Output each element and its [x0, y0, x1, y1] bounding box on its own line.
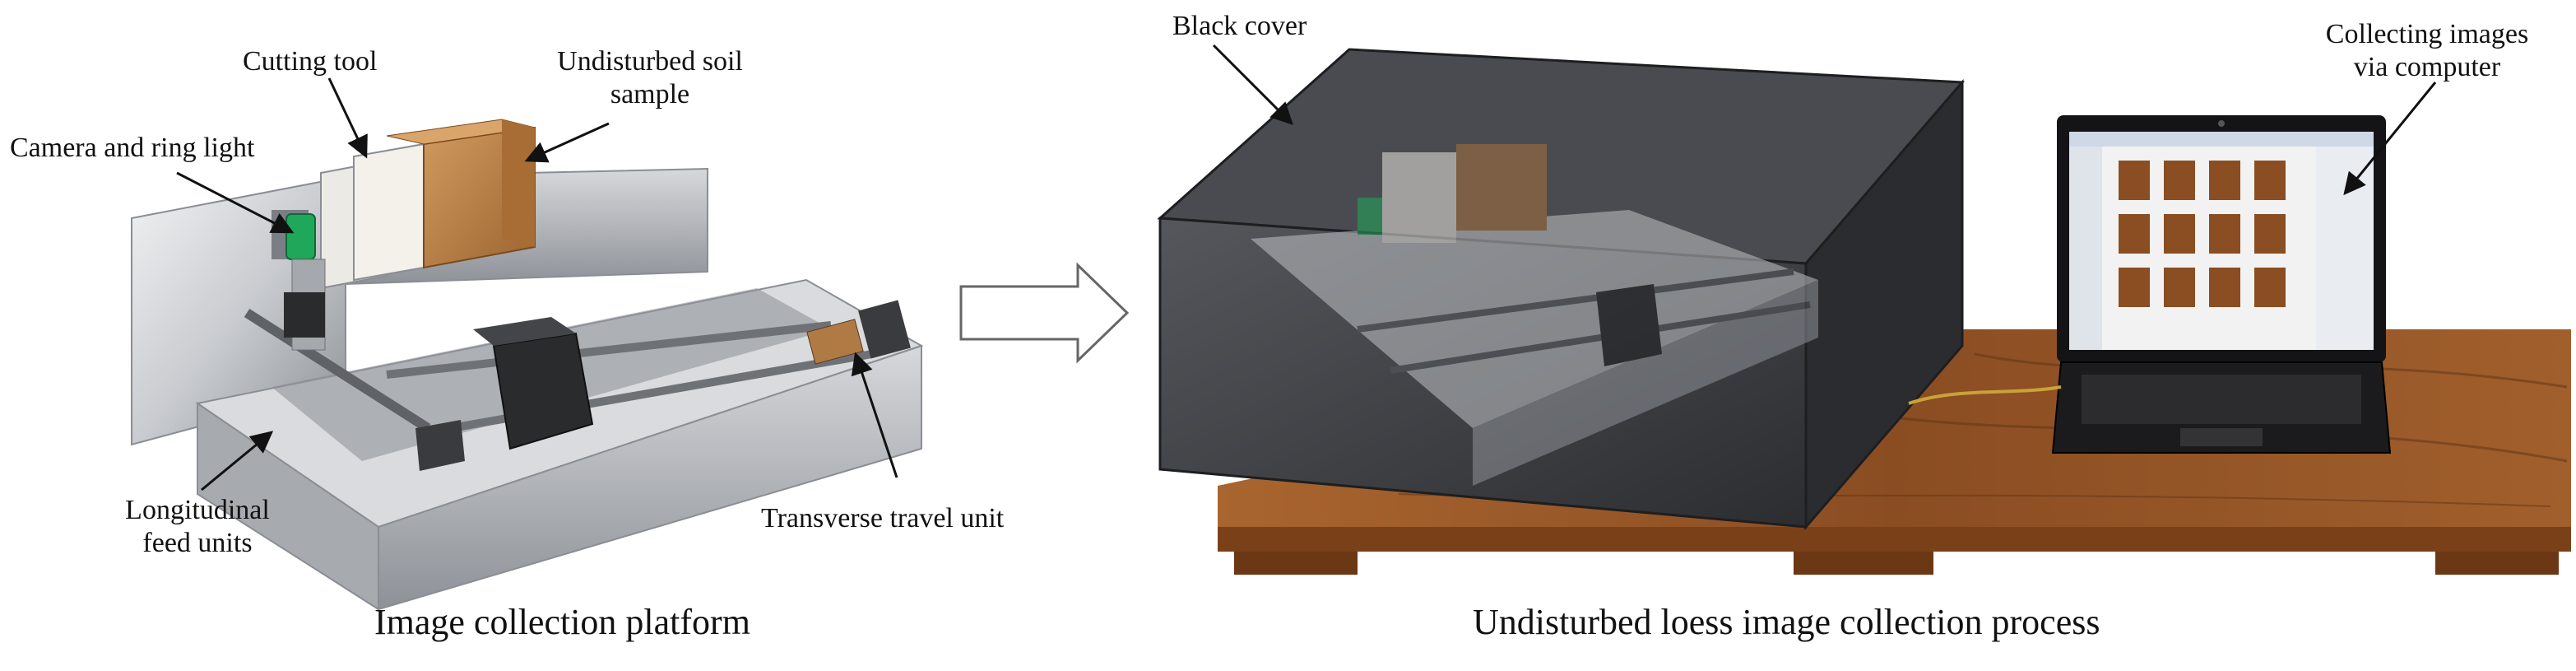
transverse-rail-1	[386, 321, 832, 379]
transverse-rail-2	[427, 350, 873, 436]
motor	[492, 332, 594, 450]
platform-inside-cover	[1251, 144, 1818, 486]
table-leg-right	[2435, 552, 2559, 575]
label-transverse-travel: Transverse travel unit	[761, 503, 1005, 534]
caption-left: Image collection platform	[374, 602, 750, 642]
laptop-webcam	[2218, 120, 2225, 127]
laptop-touchpad	[2180, 428, 2263, 446]
leader-camera	[176, 171, 295, 234]
label-longitudinal-feed-line1: Longitudinal	[125, 495, 270, 525]
table-leg-left	[1234, 552, 1358, 575]
black-cover	[1157, 48, 1966, 531]
caption-right: Undisturbed loess image collection proce…	[1473, 602, 2100, 642]
leader-longitudinal	[201, 431, 274, 492]
laptop-panel	[2316, 147, 2374, 350]
laptop-toolbar	[2069, 132, 2374, 147]
laptop-sidebar	[2069, 147, 2102, 350]
leader-transverse	[851, 352, 898, 478]
rail-end-block	[858, 300, 911, 359]
soil-sample-side	[502, 119, 535, 247]
table-front-edge	[1218, 527, 2571, 552]
label-collecting-images: Collecting images via computer	[2295, 18, 2559, 84]
sample-image-grid	[2119, 161, 2286, 307]
label-undisturbed-soil-sample-line2: sample	[610, 79, 690, 110]
rail-fitting	[806, 319, 864, 365]
leader-computer	[2343, 82, 2437, 196]
feed-motor	[415, 420, 465, 471]
cover-side	[1804, 78, 1964, 531]
motor-top	[473, 317, 576, 346]
right-leader-lines	[1212, 44, 2437, 196]
label-cutting-tool: Cutting tool	[243, 46, 378, 77]
label-longitudinal-feed-line2: feed units	[142, 528, 253, 559]
usb-cable	[1908, 385, 2062, 405]
table-leg-middle	[1794, 552, 1933, 575]
label-undisturbed-soil-sample: Undisturbed soil sample	[555, 45, 745, 111]
leader-cutting-tool	[327, 77, 368, 159]
left-leader-lines	[176, 77, 898, 492]
label-black-cover: Black cover	[1172, 11, 1307, 41]
label-camera-ring-light: Camera and ring light	[10, 133, 255, 163]
longitudinal-rail	[244, 308, 431, 433]
support-motor	[284, 292, 325, 338]
leader-black-cover	[1212, 44, 1293, 125]
label-longitudinal-feed: Longitudinal feed units	[103, 494, 292, 560]
platform-illustration	[131, 119, 924, 611]
laptop-keyboard	[2082, 375, 2361, 424]
arrow-right-icon	[959, 262, 1130, 364]
laptop	[1908, 115, 2392, 454]
label-undisturbed-soil-sample-line1: Undisturbed soil	[557, 46, 743, 77]
leader-soil-sample	[524, 122, 610, 163]
label-collecting-images-line2: via computer	[2353, 52, 2501, 83]
cutting-tool-face	[353, 142, 425, 282]
camera-ring-light	[285, 213, 316, 260]
label-collecting-images-line1: Collecting images	[2325, 19, 2529, 49]
